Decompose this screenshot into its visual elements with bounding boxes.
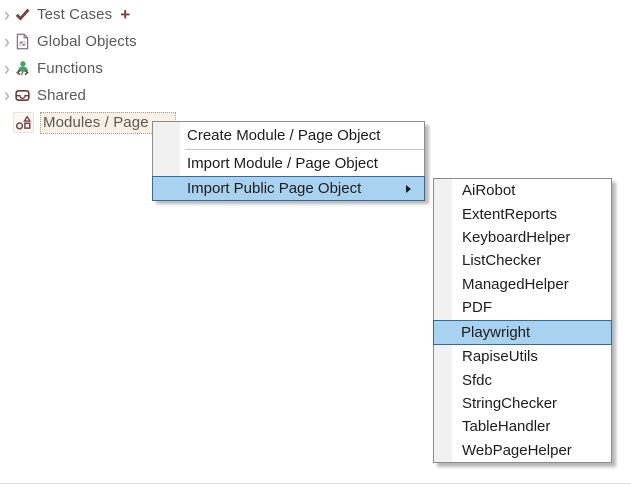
submenu-item-keyboardhelper[interactable]: KeyboardHelper (434, 226, 611, 249)
submenu-arrow-icon (406, 184, 411, 193)
submenu-item-playwright[interactable]: Playwright (433, 319, 612, 345)
tree-item-label: Global Objects (37, 33, 137, 50)
chevron-right-icon[interactable]: › (4, 3, 10, 25)
submenu-item-label: KeyboardHelper (462, 229, 571, 247)
shapes-icon (13, 112, 34, 133)
submenu-item-extentreports[interactable]: ExtentReports (434, 202, 611, 225)
submenu-item-label: ManagedHelper (462, 275, 569, 293)
chevron-right-icon[interactable]: › (4, 84, 10, 106)
submenu-item-rapiseutils[interactable]: RapiseUtils (434, 345, 611, 368)
menu-item-label: Import Public Page Object (187, 180, 362, 197)
submenu-item-listchecker[interactable]: ListChecker (434, 249, 611, 272)
menu-item-label: Import Module / Page Object (187, 154, 378, 172)
context-menu: Create Module / Page Object Import Modul… (152, 121, 425, 201)
tree-item-label-selected: Modules / Page (40, 111, 176, 134)
submenu-item-label: RapiseUtils (462, 348, 538, 366)
object-tree: › Test Cases + › (0, 1, 176, 136)
submenu-item-label: Playwright (461, 323, 531, 341)
tree-item-global-objects[interactable]: › Global Objects (0, 28, 176, 55)
tree-item-label: Test Cases (37, 6, 113, 23)
submenu-item-managedhelper[interactable]: ManagedHelper (434, 273, 611, 296)
chevron-right-icon[interactable]: › (4, 57, 10, 79)
document-icon (13, 32, 32, 51)
submenu-item-sfdc[interactable]: Sfdc (434, 368, 611, 391)
submenu-item-label: AiRobot (462, 182, 516, 200)
submenu-item-tablehandler[interactable]: TableHandler (434, 415, 611, 438)
menu-separator (185, 149, 424, 150)
checkmark-icon (13, 5, 32, 24)
submenu-item-label: StringChecker (462, 395, 558, 412)
submenu-item-label: Sfdc (462, 371, 493, 389)
menu-item-import-public-page-object[interactable]: Import Public Page Object (152, 176, 425, 201)
tree-item-label: Shared (37, 87, 86, 104)
submenu-item-pdf[interactable]: PDF (434, 296, 611, 319)
inbox-icon (13, 86, 32, 105)
tree-item-label: Functions (37, 60, 103, 77)
menu-item-label: Create Module / Page Object (187, 127, 381, 144)
public-page-object-submenu: AiRobot ExtentReports KeyboardHelper Lis… (433, 178, 612, 463)
tree-item-test-cases[interactable]: › Test Cases + (0, 1, 176, 28)
submenu-item-label: ExtentReports (462, 205, 558, 223)
add-test-case-icon[interactable]: + (120, 5, 131, 24)
submenu-item-label: ListChecker (462, 252, 542, 270)
functions-icon (13, 59, 32, 78)
tree-item-modules-page-objects[interactable]: › Modules / Page (0, 109, 176, 136)
submenu-item-label: TableHandler (462, 418, 551, 436)
tree-item-functions[interactable]: › Functions (0, 55, 176, 82)
submenu-item-airobot[interactable]: AiRobot (434, 179, 611, 202)
menu-item-import-module-page-object[interactable]: Import Module / Page Object (153, 150, 424, 176)
submenu-item-webpagehelper[interactable]: WebPageHelper (434, 439, 611, 462)
menu-item-create-module-page-object[interactable]: Create Module / Page Object (153, 122, 424, 149)
chevron-right-icon[interactable]: › (4, 30, 10, 52)
submenu-item-label: WebPageHelper (462, 441, 572, 459)
submenu-item-stringchecker[interactable]: StringChecker (434, 392, 611, 415)
submenu-item-label: PDF (462, 299, 492, 317)
tree-item-shared[interactable]: › Shared (0, 82, 176, 109)
